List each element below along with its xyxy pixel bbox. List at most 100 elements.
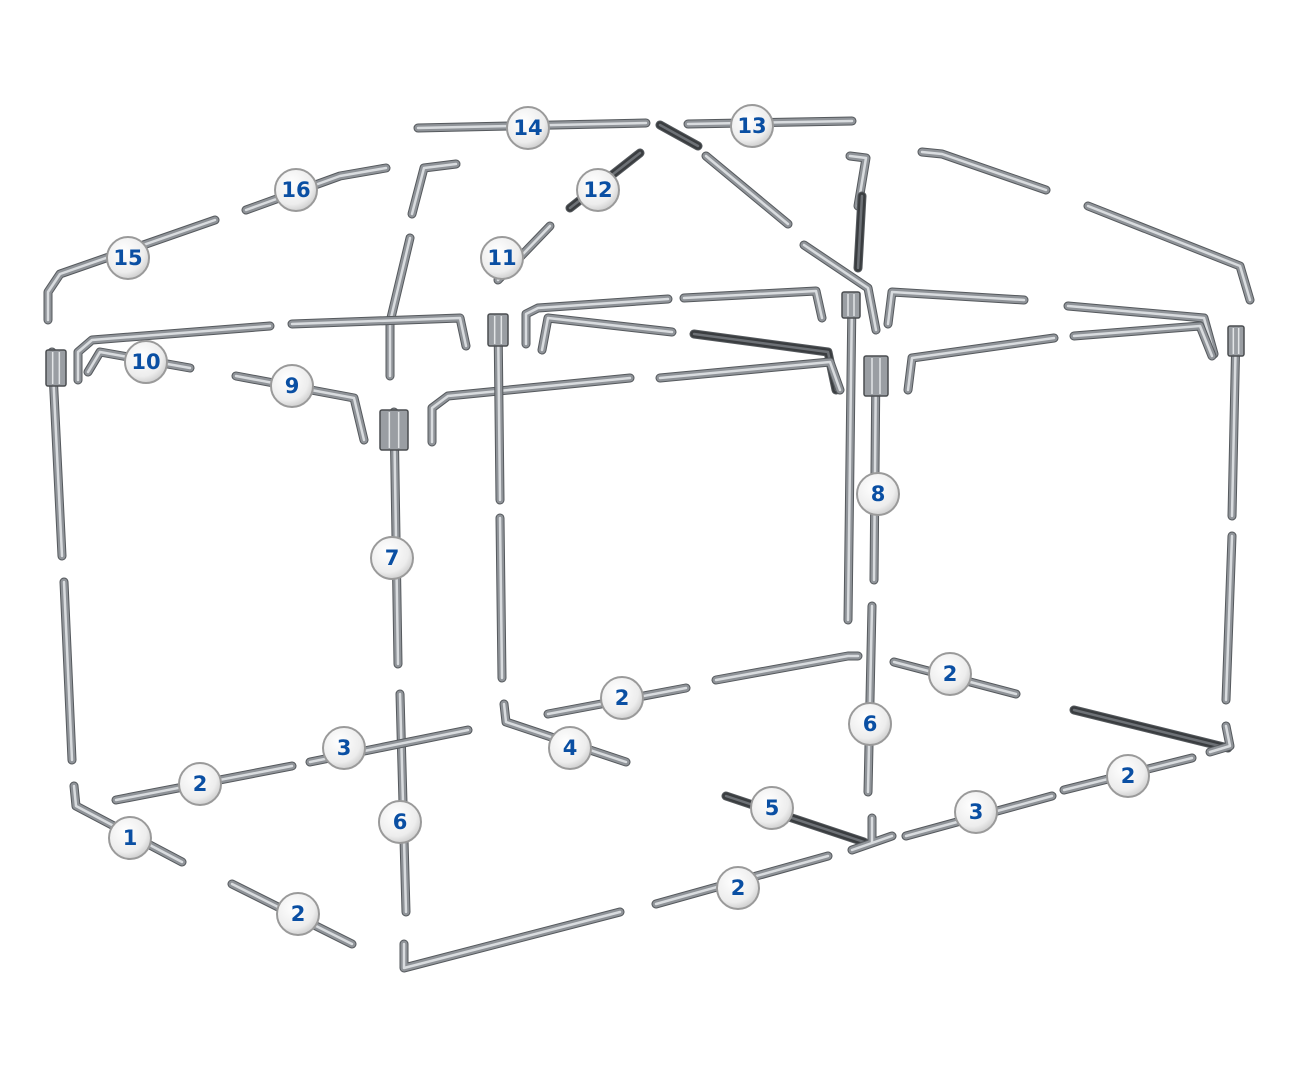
part-label-badge: [480, 236, 524, 280]
part-label-badge: [954, 790, 998, 834]
part-label-number: 3: [969, 800, 984, 824]
part-label-14: 14: [506, 106, 550, 150]
part-label-3: 3: [954, 790, 998, 834]
ridge-connector: [655, 120, 703, 151]
eave-front-mid: [427, 373, 635, 447]
post-right-back-bottom: [1221, 531, 1237, 705]
part-label-2: 2: [276, 892, 320, 936]
base-right-corner: [847, 813, 897, 855]
part-label-badge: [276, 892, 320, 936]
part-label-badge: [108, 816, 152, 860]
part-label-6: 6: [378, 800, 422, 844]
part-label-3: 3: [322, 726, 366, 770]
part-label-badge: [576, 168, 620, 212]
part-label-16: 16: [274, 168, 318, 212]
eave-center-front: [537, 313, 677, 355]
part-label-badge: [548, 726, 592, 770]
part-label-number: 12: [583, 178, 612, 202]
part-label-badge: [370, 536, 414, 580]
eave-center-back: [521, 294, 673, 349]
part-label-6: 6: [848, 702, 892, 746]
eave-right-back: [883, 287, 1029, 329]
post-6-right: [863, 601, 877, 797]
part-label-8: 8: [856, 472, 900, 516]
part-label-9: 9: [270, 364, 314, 408]
sleeve: [841, 291, 861, 319]
base-right-back-corner: [1205, 721, 1235, 757]
part-label-2: 2: [600, 676, 644, 720]
part-label-number: 14: [513, 116, 542, 140]
part-label-number: 9: [285, 374, 300, 398]
part-label-number: 6: [863, 712, 878, 736]
eave-right-front-b: [1069, 321, 1217, 361]
part-label-number: 2: [943, 662, 958, 686]
part-label-5: 5: [750, 786, 794, 830]
sleeve: [1227, 325, 1245, 357]
connector-sleeves: [45, 291, 1245, 451]
part-label-badge: [274, 168, 318, 212]
part-label-number: 8: [871, 482, 886, 506]
sleeve: [487, 313, 509, 347]
part-label-2: 2: [716, 866, 760, 910]
post-center-top: [493, 313, 505, 505]
post-center-bottom: [495, 513, 507, 683]
part-label-number: 7: [385, 546, 400, 570]
part-label-2: 2: [178, 762, 222, 806]
part-label-2: 2: [1106, 754, 1150, 798]
part-label-number: 2: [193, 772, 208, 796]
eave-front-mid-b: [655, 357, 845, 395]
part-label-number: 4: [563, 736, 578, 760]
part-label-number: 2: [615, 686, 630, 710]
part-label-badge: [322, 726, 366, 770]
sleeve: [863, 355, 889, 397]
part-label-badge: [1106, 754, 1150, 798]
post-right-back-top: [1227, 325, 1241, 521]
base-right-back: [1069, 705, 1233, 753]
part-label-badge: [848, 702, 892, 746]
eave-right-front: [903, 333, 1059, 395]
rafter-back-right-b: [1083, 201, 1255, 305]
base-2-center-b: [711, 651, 863, 685]
base-front-long: [399, 907, 625, 973]
frame-pipes: [43, 116, 1255, 973]
part-label-number: 2: [731, 876, 746, 900]
sleeve: [379, 409, 409, 451]
part-label-number: 10: [131, 350, 160, 374]
post-8-left: [843, 291, 857, 625]
part-label-7: 7: [370, 536, 414, 580]
part-label-badge: [124, 340, 168, 384]
part-label-10: 10: [124, 340, 168, 384]
base-5: [721, 791, 869, 847]
part-label-13: 13: [730, 104, 774, 148]
part-label-badge: [730, 104, 774, 148]
part-label-number: 13: [737, 114, 766, 138]
part-label-2: 2: [928, 652, 972, 696]
part-label-badge: [750, 786, 794, 830]
part-label-12: 12: [576, 168, 620, 212]
part-label-number: 5: [765, 796, 780, 820]
post-left-back-bottom: [59, 577, 77, 765]
part-label-11: 11: [480, 236, 524, 280]
part-label-number: 2: [1121, 764, 1136, 788]
rafter-back-right-a: [917, 147, 1051, 195]
rafter-front-right-bottom: [799, 240, 881, 335]
part-label-15: 15: [106, 236, 150, 280]
part-label-number: 15: [113, 246, 142, 270]
eave-center-back-b: [679, 286, 827, 323]
part-label-1: 1: [108, 816, 152, 860]
rafter-right-drop: [853, 191, 867, 273]
rafter-left-inner: [407, 159, 461, 219]
part-label-badge: [928, 652, 972, 696]
part-label-badge: [178, 762, 222, 806]
part-label-number: 3: [337, 736, 352, 760]
part-label-4: 4: [548, 726, 592, 770]
rafter-right-hook: [845, 151, 871, 211]
part-label-number: 1: [123, 826, 138, 850]
eave-left-back-b: [287, 313, 471, 351]
part-label-badge: [600, 676, 644, 720]
part-label-number: 2: [291, 902, 306, 926]
part-label-badge: [270, 364, 314, 408]
eave-left-back: [73, 321, 275, 385]
